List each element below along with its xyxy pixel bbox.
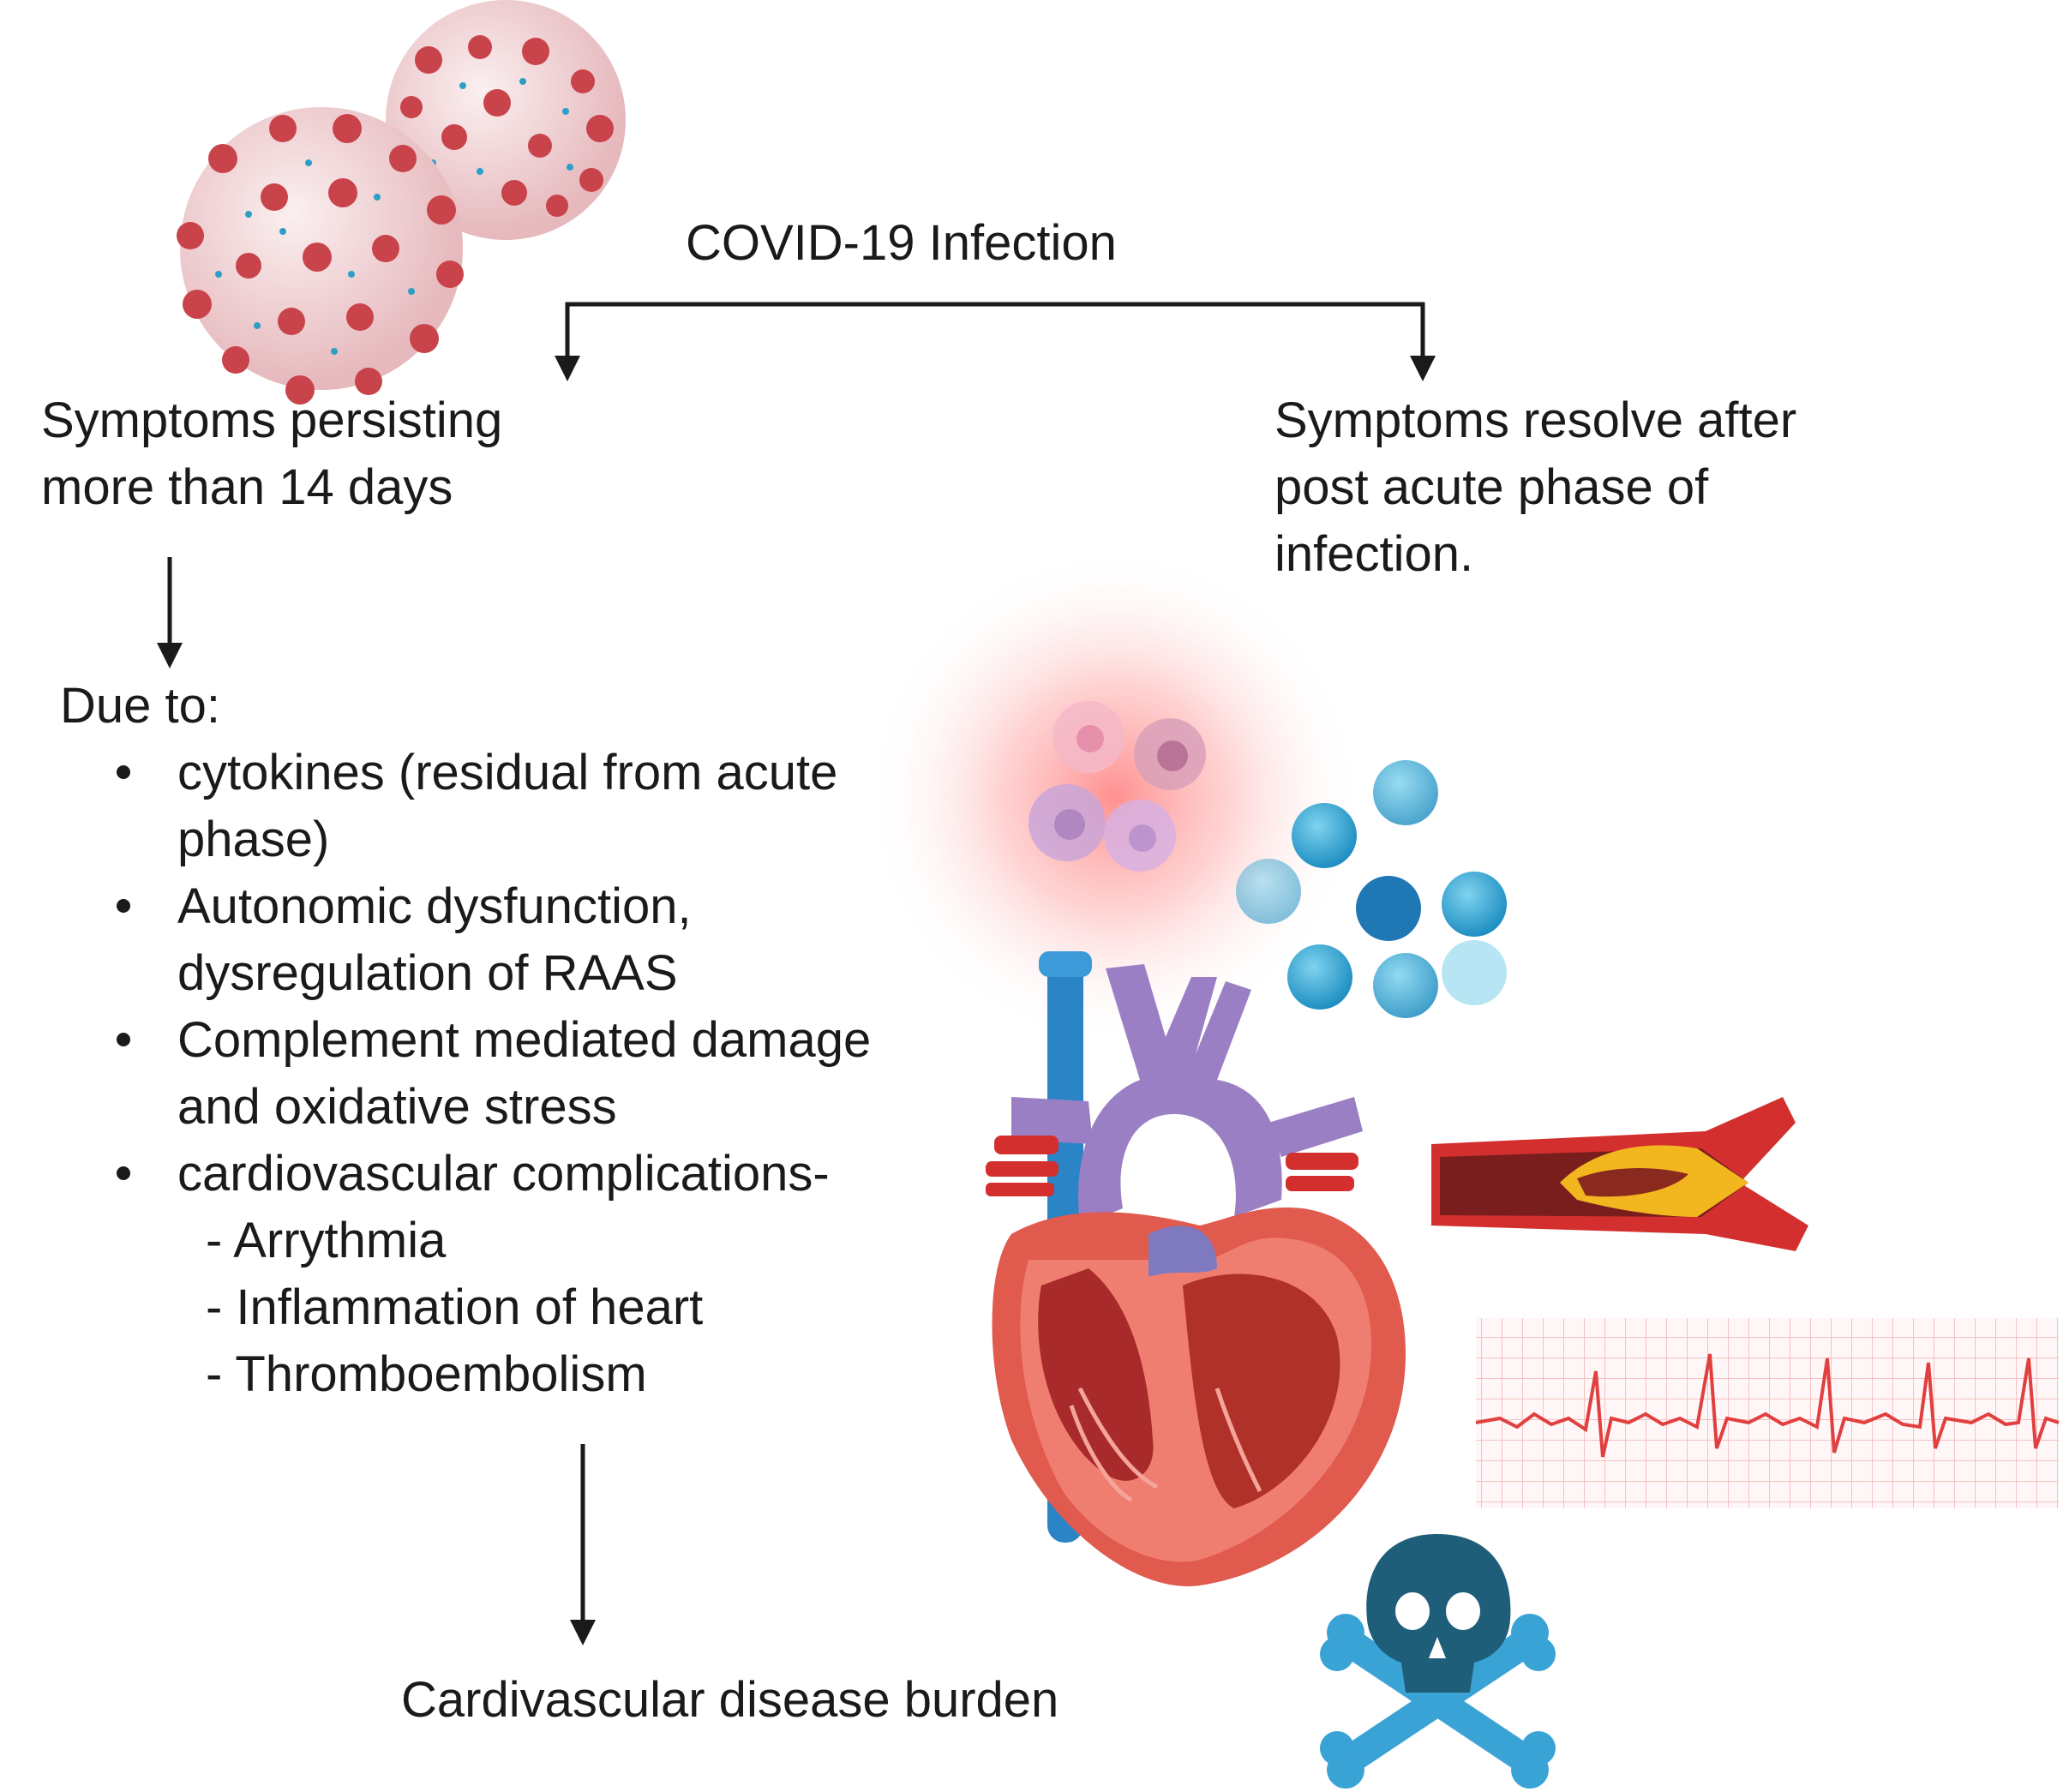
bullet-dot <box>117 899 130 913</box>
causes-heading: Due to: <box>60 678 220 734</box>
cause-line: dysregulation of RAAS <box>177 945 678 1001</box>
outcome-text: Cardivascular disease burden <box>401 1672 1059 1728</box>
diagram-title: COVID-19 Infection <box>686 215 1117 271</box>
right-branch-text: Symptoms resolve after post acute phase … <box>1274 387 1796 588</box>
bullet-dot <box>117 1033 130 1046</box>
complication-thromboembolism: - Thromboembolism <box>206 1346 647 1402</box>
cause-cytokines: cytokines (residual from acute phase) <box>60 740 871 873</box>
causes-bullets: cytokines (residual from acute phase) Au… <box>60 740 871 1208</box>
right-branch-line-2: post acute phase of <box>1274 459 1709 515</box>
causes-list: Due to: cytokines (residual from acute p… <box>60 673 871 1408</box>
cause-autonomic: Autonomic dysfunction, dysregulation of … <box>60 873 871 1007</box>
heart-anatomy-icon <box>986 951 1406 1586</box>
left-branch-text: Symptoms persisting more than 14 days <box>41 387 502 521</box>
complication-inflammation: - Inflammation of heart <box>206 1280 704 1335</box>
cause-line: cytokines (residual from acute <box>177 745 838 800</box>
cytokine-particles-icon <box>1236 760 1507 1018</box>
skull-crossbones-icon <box>1320 1534 1556 1789</box>
right-branch-line-1: Symptoms resolve after <box>1274 393 1797 448</box>
cause-cardiovascular: cardiovascular complications- <box>60 1141 871 1208</box>
cause-line: phase) <box>177 812 330 867</box>
bullet-dot <box>117 765 130 779</box>
cause-complement: Complement mediated damage and oxidative… <box>60 1007 871 1141</box>
right-branch-line-3: infection. <box>1274 526 1474 582</box>
left-branch-line-2: more than 14 days <box>41 459 453 515</box>
immune-cells-icon <box>866 548 1363 1046</box>
ecg-strip-icon <box>1475 1318 2060 1508</box>
cause-line: Complement mediated damage <box>177 1012 872 1068</box>
branch-arrowheads <box>555 356 1436 381</box>
left-branch-line-1: Symptoms persisting <box>41 393 503 448</box>
down-arrow-to-outcome <box>570 1444 596 1645</box>
branch-connector <box>565 302 1425 360</box>
bullet-dot <box>117 1166 130 1180</box>
cause-line: cardiovascular complications- <box>177 1146 830 1202</box>
down-arrow-to-causes <box>157 557 183 668</box>
coronavirus-icon <box>177 0 626 405</box>
cause-line: and oxidative stress <box>177 1079 617 1135</box>
plaque-artery-icon <box>1431 1097 1808 1251</box>
cause-line: Autonomic dysfunction, <box>177 878 692 934</box>
complication-arrhythmia: - Arrythmia <box>206 1213 447 1268</box>
